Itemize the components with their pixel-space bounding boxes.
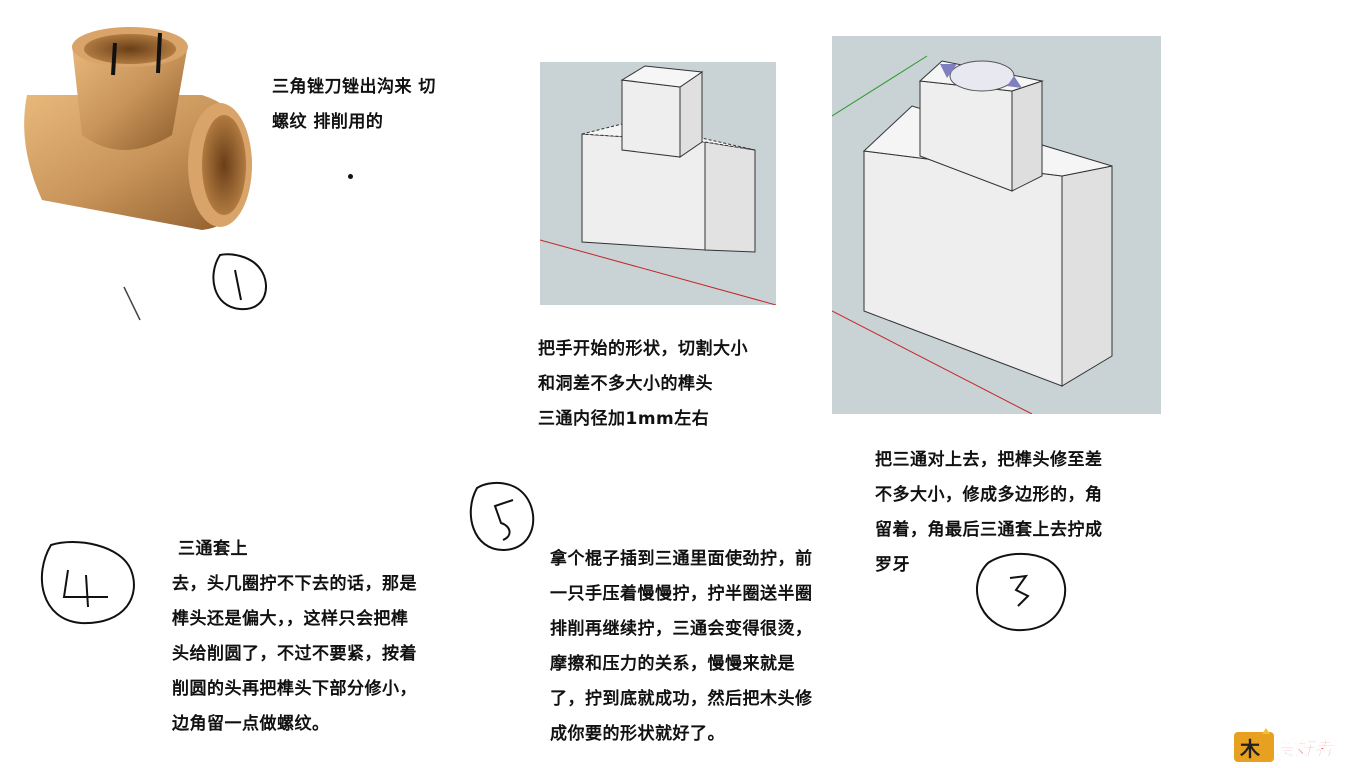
step3-caption: 把三通对上去，把榫头修至差 不多大小，修成多边形的，角 留着，角最后三通套上去拧… xyxy=(875,450,1103,575)
tenon-polygon-model-image xyxy=(832,36,1161,414)
step4-caption: 去，头几圈拧不下去的话，那是 榫头还是偏大，，这样只会把榫 头给削圆了，不过不要… xyxy=(172,574,417,734)
brass-tee-fitting-image xyxy=(12,25,262,240)
stray-mark xyxy=(120,285,145,325)
dot-mark xyxy=(348,174,353,179)
step2-caption: 把手开始的形状，切割大小 和洞差不多大小的榫头 三通内径加1mm左右 xyxy=(538,339,748,429)
handle-shape-model-image xyxy=(540,62,776,305)
svg-text:木: 木 xyxy=(1239,737,1261,761)
site-logo-text: 爱好者 xyxy=(1276,738,1334,761)
handwritten-number-1 xyxy=(205,245,275,315)
step1-caption: 三角锉刀锉出沟来 切 螺纹 排削用的 xyxy=(272,77,436,132)
handwritten-number-3 xyxy=(968,548,1078,638)
handwritten-number-5 xyxy=(465,478,545,558)
step4-caption-title: 三通套上 xyxy=(178,539,248,559)
handwritten-number-4 xyxy=(36,535,141,630)
site-logo: 木 爱好者 xyxy=(1234,728,1360,764)
step5-caption: 拿个棍子插到三通里面使劲拧，前 一只手压着慢慢拧，拧半圈送半圈 排削再继续拧，三… xyxy=(550,549,813,744)
